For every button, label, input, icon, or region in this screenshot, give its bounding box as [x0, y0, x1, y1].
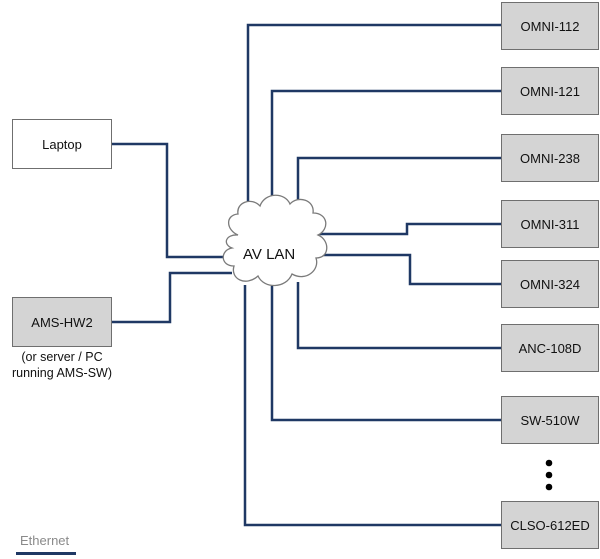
- ams-note-line-1: (or server / PC: [21, 350, 103, 364]
- node-anc-108d-label: ANC-108D: [518, 340, 582, 356]
- node-clso-612ed: CLSO-612ED: [501, 501, 599, 549]
- node-omni-324-label: OMNI-324: [520, 276, 580, 292]
- ams-hw2-node: AMS-HW2: [12, 297, 112, 347]
- wire-omni-238: [296, 156, 501, 225]
- node-omni-121: OMNI-121: [501, 67, 599, 115]
- node-sw-510w: SW-510W: [501, 396, 599, 444]
- node-omni-324: OMNI-324: [501, 260, 599, 308]
- ams-note: (or server / PC running AMS-SW): [2, 349, 122, 381]
- legend-ethernet-line: [16, 552, 76, 555]
- wire-omni-324: [316, 253, 501, 286]
- node-omni-311: OMNI-311: [501, 200, 599, 248]
- node-anc-108d: ANC-108D: [501, 324, 599, 372]
- wire-omni-311: [312, 222, 501, 236]
- node-omni-238-label: OMNI-238: [520, 150, 580, 166]
- ams-note-line-2: running AMS-SW): [11, 366, 113, 380]
- node-omni-238: OMNI-238: [501, 134, 599, 182]
- node-clso-612ed-label: CLSO-612ED: [510, 517, 590, 533]
- node-omni-112: OMNI-112: [501, 2, 599, 50]
- legend-label: Ethernet: [20, 533, 70, 548]
- wire-laptop: [112, 142, 232, 259]
- wire-ams: [112, 271, 232, 324]
- wire-omni-112: [246, 23, 501, 230]
- cloud-icon: [222, 194, 328, 287]
- wire-omni-121: [270, 89, 501, 225]
- laptop-label: Laptop: [42, 136, 82, 152]
- node-omni-112-label: OMNI-112: [520, 18, 580, 34]
- wire-clso-612ed: [243, 285, 501, 527]
- cloud-label: AV LAN: [243, 246, 296, 263]
- wire-sw-510w: [270, 286, 501, 422]
- laptop-node: Laptop: [12, 119, 112, 169]
- node-omni-311-label: OMNI-311: [520, 216, 580, 232]
- node-sw-510w-label: SW-510W: [520, 412, 580, 428]
- ams-hw2-label: AMS-HW2: [31, 314, 93, 330]
- node-omni-121-label: OMNI-121: [520, 83, 580, 99]
- vertical-ellipsis-icon: [545, 459, 553, 491]
- wire-anc-108d: [296, 282, 501, 350]
